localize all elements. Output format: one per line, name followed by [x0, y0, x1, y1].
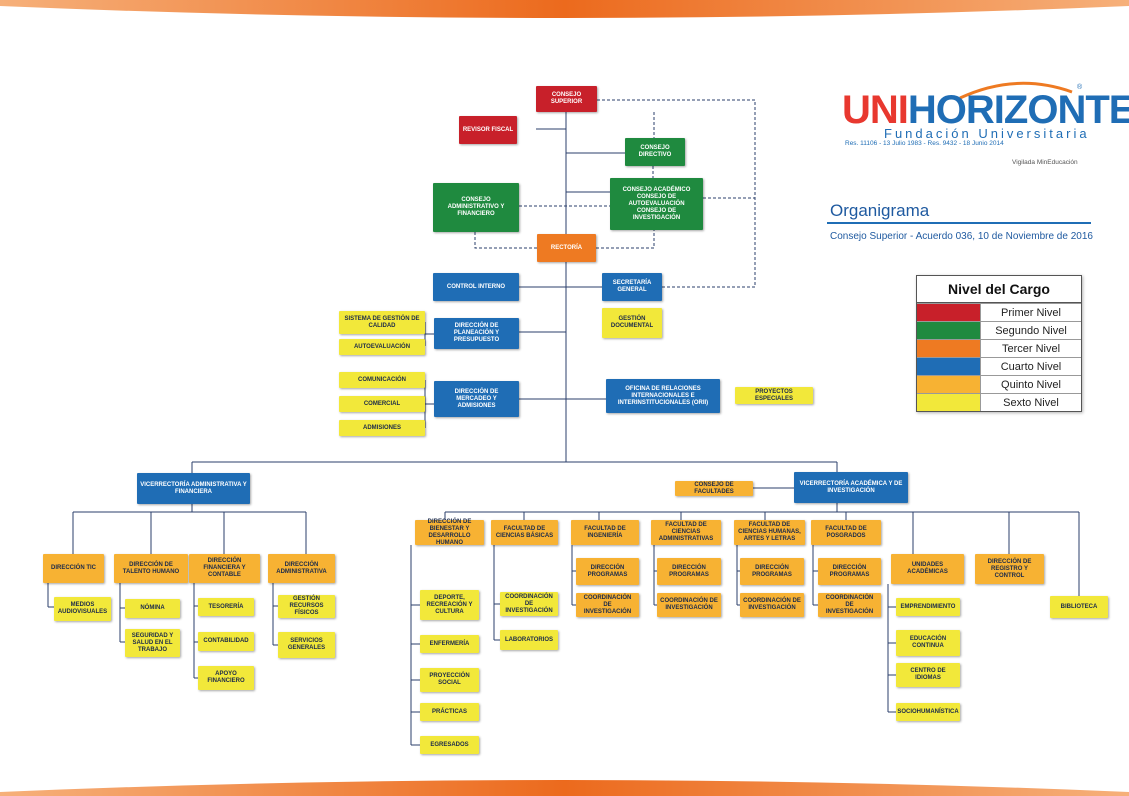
node-proyectos-especiales: Proyectos Especiales [735, 387, 813, 404]
legend-swatch-red [917, 304, 981, 321]
node-direccion-programas-ing: Dirección Programas [576, 558, 639, 585]
legend-label: Tercer Nivel [1001, 342, 1061, 355]
node-servicios-generales: Servicios Generales [278, 632, 335, 658]
node-rectoria: Rectoría [537, 234, 596, 262]
node-comercial: Comercial [339, 396, 425, 412]
node-direccion-financiera: Dirección Financiera y Contable [189, 554, 260, 583]
level-legend: Nivel del Cargo Primer Nivel Segundo Niv… [916, 275, 1082, 412]
legend-swatch-yellow [917, 394, 981, 411]
legend-swatch-blue [917, 358, 981, 375]
node-laboratorios: Laboratorios [500, 630, 558, 650]
legend-row: Tercer Nivel [917, 339, 1081, 357]
top-decorative-band [0, 0, 1129, 18]
unihorizonte-logo: UNIHORIZONTE ® Fundación Universitaria R… [826, 81, 1129, 174]
node-revisor-fiscal: Revisor Fiscal [459, 116, 517, 144]
node-vicerrectoria-administrativa: Vicerrectoría Administrativa y Financier… [137, 473, 250, 504]
legend-row: Sexto Nivel [917, 393, 1081, 411]
node-centro-idiomas: Centro de Idiomas [896, 663, 960, 687]
page-subtitle: Consejo Superior - Acuerdo 036, 10 de No… [830, 231, 1093, 242]
node-emprendimiento: Emprendimiento [896, 598, 960, 616]
node-direccion-tic: Dirección TIC [43, 554, 104, 583]
legend-row: Primer Nivel [917, 303, 1081, 321]
node-admisiones: Admisiones [339, 420, 425, 436]
legend-row: Cuarto Nivel [917, 357, 1081, 375]
node-direccion-registro: Dirección de Registro y Control [975, 554, 1044, 584]
node-vicerrectoria-academica: Vicerrectoría Académica y de Investigaci… [794, 472, 908, 503]
node-facultad-posgrados: Facultad de Posgrados [811, 520, 881, 545]
node-egresados: Egresados [420, 736, 479, 754]
node-tesoreria: Tesorería [198, 598, 254, 616]
legend-label: Quinto Nivel [1001, 378, 1061, 391]
node-direccion-administrativa: Dirección Administrativa [268, 554, 335, 583]
node-educacion-continua: Educación Continua [896, 630, 960, 656]
node-sistema-calidad: Sistema de Gestión de Calidad [339, 311, 425, 334]
legend-label: Primer Nivel [1001, 306, 1061, 319]
logo-fundacion: Fundación Universitaria [884, 126, 1090, 141]
node-nomina: Nómina [125, 599, 180, 618]
node-direccion-talento: Dirección de Talento Humano [114, 554, 188, 583]
node-proyeccion-social: Proyección Social [420, 668, 479, 692]
title-rule [827, 222, 1091, 224]
node-direccion-programas-admin: Dirección Programas [657, 558, 721, 585]
node-consejo-academico: Consejo Académico Consejo de Autoevaluac… [610, 178, 703, 230]
node-apoyo-financiero: Apoyo Financiero [198, 666, 254, 690]
node-biblioteca: Biblioteca [1050, 596, 1108, 618]
node-coord-investigacion-pos: Coordinación de Investigación [818, 593, 881, 617]
node-ori: Oficina de Relaciones Internacionales e … [606, 379, 720, 413]
node-coord-investigacion-hum: Coordinación de Investigación [740, 593, 804, 617]
logo-uni: UNI [842, 88, 909, 132]
legend-row: Quinto Nivel [917, 375, 1081, 393]
node-coord-investigacion-ing: Coordinación de Investigación [576, 593, 639, 617]
node-enfermeria: Enfermería [420, 635, 479, 653]
legend-header: Nivel del Cargo [917, 276, 1081, 303]
logo-resolucion: Res. 11106 - 13 Julio 1983 - Res. 9432 -… [845, 140, 1004, 147]
page-title: Organigrama [830, 201, 930, 220]
legend-label: Sexto Nivel [1003, 396, 1059, 409]
node-facultad-ciencias-basicas: Facultad de Ciencias Básicas [491, 520, 558, 545]
logo-wordmark: UNIHORIZONTE [842, 88, 1129, 132]
node-consejo-facultades: Consejo de Facultades [675, 481, 753, 496]
legend-swatch-green [917, 322, 981, 339]
node-coord-investigacion-cb: Coordinación de Investigación [500, 592, 558, 616]
node-sociohumanistica: Sociohumanística [896, 703, 960, 721]
horizon-arc-icon [959, 81, 1073, 100]
node-direccion-bienestar: Dirección de Bienestar y Desarrollo Huma… [415, 519, 484, 546]
node-contabilidad: Contabilidad [198, 632, 254, 651]
legend-swatch-orange [917, 340, 981, 357]
node-medios-audiovisuales: Medios Audiovisuales [54, 597, 111, 621]
legend-label: Cuarto Nivel [1000, 360, 1062, 373]
node-facultad-humanas: Facultad de Ciencias Humanas, Artes y Le… [734, 520, 805, 545]
legend-row: Segundo Nivel [917, 321, 1081, 339]
node-facultad-ciencias-administrativas: Facultad de Ciencias Administrativas [651, 520, 721, 545]
node-consejo-administrativo: Consejo Administrativo y Financiero [433, 183, 519, 232]
node-coord-investigacion-admin: Coordinación de Investigación [657, 593, 721, 617]
node-gestion-documental: Gestión Documental [602, 308, 662, 338]
node-control-interno: Control Interno [433, 273, 519, 301]
node-gestion-recursos: Gestión Recursos Físicos [278, 595, 335, 618]
node-comunicacion: Comunicación [339, 372, 425, 388]
node-consejo-superior: Consejo Superior [536, 86, 597, 112]
node-direccion-planeacion: Dirección de Planeación y Presupuesto [434, 318, 519, 349]
node-consejo-directivo: Consejo Directivo [625, 138, 685, 166]
node-direccion-programas-pos: Dirección Programas [818, 558, 881, 585]
node-practicas: Prácticas [420, 703, 479, 721]
node-unidades-academicas: Unidades Académicas [891, 554, 964, 584]
node-facultad-ingenieria: Facultad de Ingeniería [571, 520, 639, 545]
node-seguridad-salud: Seguridad y Salud en el Trabajo [125, 629, 180, 657]
node-direccion-mercadeo: Dirección de Mercadeo y Admisiones [434, 381, 519, 417]
node-direccion-programas-hum: Dirección Programas [740, 558, 804, 585]
node-secretaria-general: Secretaría General [602, 273, 662, 301]
node-deporte: Deporte, Recreación y Cultura [420, 590, 479, 620]
logo-vigilada: Vigilada MinEducación [1012, 159, 1078, 166]
legend-swatch-amber [917, 376, 981, 393]
logo-horizonte: HORIZONTE [907, 88, 1129, 132]
logo-registered: ® [1077, 84, 1083, 91]
legend-label: Segundo Nivel [995, 324, 1067, 337]
node-autoevaluacion: Autoevaluación [339, 339, 425, 355]
bottom-decorative-band [0, 780, 1129, 796]
